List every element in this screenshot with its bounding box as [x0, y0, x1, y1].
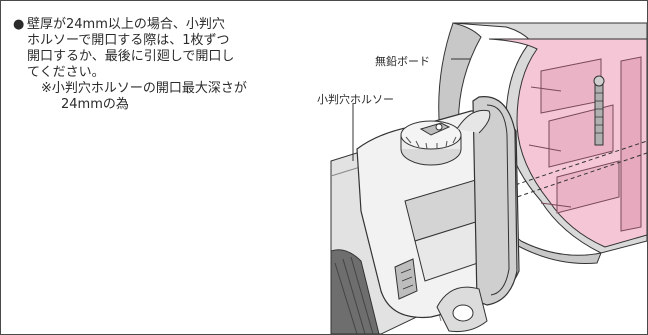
note-line-1: ●壁厚が24mm以上の場合、小判穴 [13, 17, 225, 32]
screw-icon [593, 75, 605, 146]
note-remark-line-2: 24mmの為 [61, 97, 129, 112]
hole-saw-label: 小判穴ホルソー [317, 93, 394, 106]
hole-saw-tool [330, 96, 520, 334]
saw-side-clamp [394, 258, 418, 300]
saw-front-ring [472, 96, 518, 306]
board-label: 無鉛ボード [375, 55, 430, 68]
note-text: ●壁厚が24mm以上の場合、小判穴 ホルソーで開口する際は、1枚ずつ 開口するか… [13, 17, 313, 113]
alignment-guide-lines [508, 140, 647, 200]
saw-grip [330, 249, 380, 334]
bullet-icon: ● [13, 17, 25, 32]
saw-top-lever [456, 109, 491, 134]
label-leaders [352, 58, 471, 161]
note-line-4: てください。 [27, 65, 105, 80]
note-line-2: ホルソーで開口する際は、1枚ずつ [27, 33, 230, 48]
note-remark-line-1: ※小判穴ホルソーの開口最大深さが [41, 81, 247, 96]
saw-top-knob [400, 120, 462, 166]
note-line-3: 開口するか、最後に引廻しで開口し [27, 49, 235, 64]
